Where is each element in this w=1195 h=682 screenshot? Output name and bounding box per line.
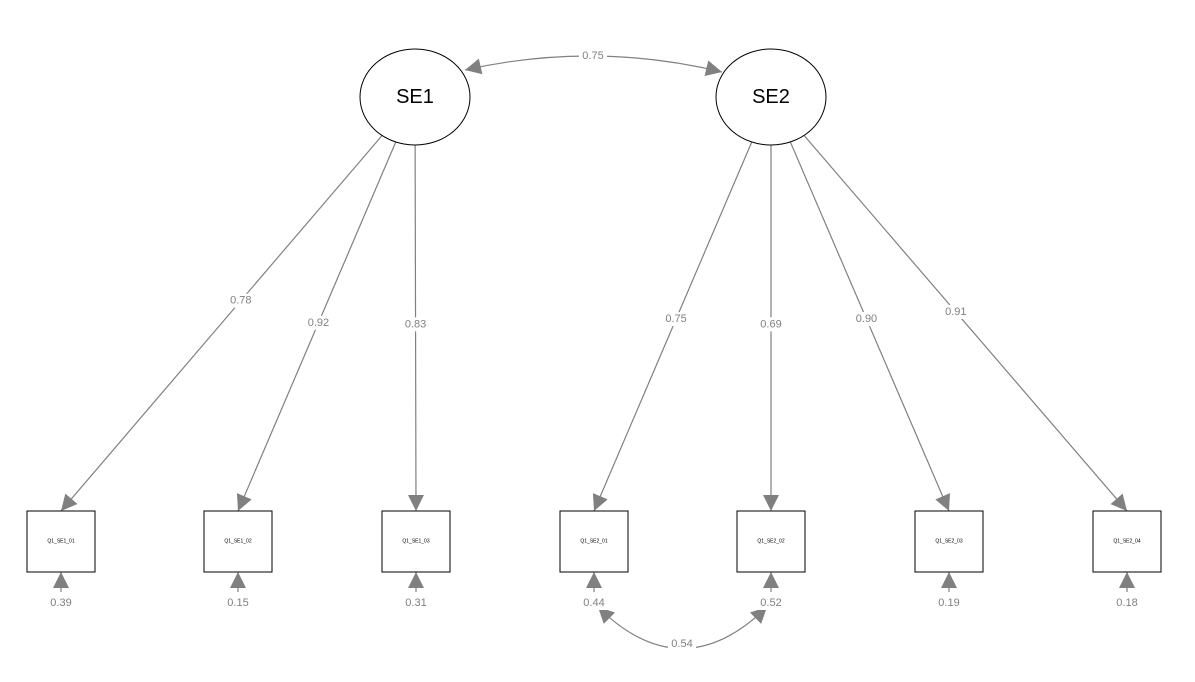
covariance-coef-SE1-SE2: 0.75 [582, 50, 603, 62]
observed-node-Q1_SE2_03: Q1_SE2_03 [914, 510, 984, 573]
loading-coef-Q1_SE2_04-group: 0.91 [941, 304, 970, 319]
loading-coef-Q1_SE2_01: 0.75 [665, 313, 686, 325]
covariance-coef-Q1_SE2_01-Q1_SE2_02-group: 0.54 [668, 637, 696, 651]
loading-coef-Q1_SE2_02-group: 0.69 [757, 317, 785, 332]
loading-coef-Q1_SE1_03-group: 0.83 [401, 317, 430, 332]
loading-coef-Q1_SE1_02-group: 0.92 [304, 315, 333, 330]
loading-coef-Q1_SE2_01-bg [662, 312, 691, 327]
residual-coef-Q1_SE1_01-bg [47, 596, 75, 610]
loading-coef-Q1_SE2_03-group: 0.90 [852, 312, 881, 327]
residual-coef-Q1_SE2_02-bg [757, 596, 785, 610]
loading-coef-Q1_SE2_02-bg [757, 317, 785, 332]
covariance-coef-SE1-SE2-bg [579, 49, 607, 63]
observed-label-Q1_SE2_01: Q1_SE2_01 [580, 539, 607, 545]
loading-arrowhead-Q1_SE2_03 [935, 493, 951, 511]
latent-node-SE2: SE2 [715, 48, 827, 146]
residual-coef-Q1_SE2_04-bg [1113, 596, 1141, 610]
residual-coef-Q1_SE1_02-bg [224, 596, 252, 610]
residual-arrowhead-Q1_SE1_03 [408, 572, 424, 588]
covariance-coef-SE1-SE2-group: 0.75 [579, 49, 607, 63]
residual-arrowhead-Q1_SE1_02 [230, 572, 246, 588]
loading-path-Q1_SE2_01 [593, 141, 753, 512]
loading-arrowhead-Q1_SE1_03 [407, 494, 424, 511]
latent-ellipse-SE1 [359, 48, 471, 146]
latent-ellipse-SE2 [715, 48, 827, 146]
residual-coef-Q1_SE1_01: 0.39 [50, 597, 71, 609]
residual-arrowhead-Q1_SE1_01 [53, 572, 69, 588]
loading-coef-Q1_SE2_03-bg [852, 312, 881, 327]
covariance-coef-Q1_SE2_01-Q1_SE2_02-bg [668, 637, 696, 651]
loading-coef-Q1_SE1_01: 0.78 [230, 295, 251, 307]
loading-coef-Q1_SE1_01-bg [226, 293, 255, 308]
loading-path-Q1_SE1_01 [60, 135, 383, 512]
latent-node-SE1: SE1 [359, 48, 471, 146]
residual-coef-Q1_SE2_04-group: 0.18 [1113, 596, 1141, 610]
loading-arrowhead-Q1_SE2_02 [763, 495, 779, 511]
residual-arrowhead-Q1_SE2_03 [941, 572, 957, 588]
residual-coef-Q1_SE1_01-group: 0.39 [47, 596, 75, 610]
loading-arrowhead-Q1_SE1_01 [61, 493, 78, 511]
residual-coef-Q1_SE2_02: 0.52 [760, 597, 781, 609]
residual-coef-Q1_SE1_02-group: 0.15 [224, 596, 252, 610]
loading-path-Q1_SE2_03 [789, 141, 950, 512]
residual-arrowhead-Q1_SE2_01 [586, 572, 602, 588]
residual-coef-Q1_SE2_01-bg [580, 596, 608, 610]
observed-box-Q1_SE1_01 [26, 510, 96, 573]
loading-coef-Q1_SE1_03: 0.83 [405, 318, 426, 330]
residual-coef-Q1_SE1_03-bg [402, 596, 430, 610]
loading-coef-Q1_SE1_03-bg [401, 317, 430, 332]
loading-arrowhead-Q1_SE2_04 [1110, 493, 1127, 511]
loading-arrowhead-Q1_SE1_02 [236, 493, 252, 511]
residual-coef-Q1_SE1_03-group: 0.31 [402, 596, 430, 610]
loading-coef-Q1_SE2_03: 0.90 [856, 313, 877, 325]
observed-box-Q1_SE2_03 [914, 510, 984, 573]
observed-node-Q1_SE2_01: Q1_SE2_01 [559, 510, 629, 573]
loading-coef-Q1_SE1_01-group: 0.78 [226, 293, 255, 308]
observed-node-Q1_SE1_01: Q1_SE1_01 [26, 510, 96, 573]
latent-label-SE1: SE1 [396, 86, 434, 108]
observed-box-Q1_SE2_02 [736, 510, 806, 573]
residual-coef-Q1_SE2_01: 0.44 [583, 597, 604, 609]
observed-box-Q1_SE2_04 [1092, 510, 1162, 573]
observed-label-Q1_SE1_03: Q1_SE1_03 [402, 539, 429, 545]
residual-coef-Q1_SE2_03-group: 0.19 [935, 596, 963, 610]
latent-label-SE2: SE2 [752, 86, 790, 108]
covariance-coef-Q1_SE2_01-Q1_SE2_02: 0.54 [671, 638, 692, 650]
loading-coef-Q1_SE1_02: 0.92 [308, 317, 329, 329]
residual-coef-Q1_SE1_03: 0.31 [405, 597, 426, 609]
observed-label-Q1_SE1_02: Q1_SE1_02 [224, 539, 251, 545]
observed-node-Q1_SE2_02: Q1_SE2_02 [736, 510, 806, 573]
observed-node-Q1_SE1_03: Q1_SE1_03 [381, 510, 451, 573]
covariance-arrowhead-Q1_SE2_01 [598, 607, 616, 624]
loading-coef-Q1_SE2_04-bg [941, 304, 970, 319]
residual-coef-Q1_SE2_03-bg [935, 596, 963, 610]
residual-arrowhead-Q1_SE2_02 [763, 572, 779, 588]
loading-coef-Q1_SE2_02: 0.69 [760, 318, 781, 330]
residual-coef-Q1_SE2_01-group: 0.44 [580, 596, 608, 610]
loading-path-Q1_SE2_04 [803, 135, 1128, 512]
observed-label-Q1_SE2_02: Q1_SE2_02 [757, 539, 784, 545]
residual-coef-Q1_SE2_02-group: 0.52 [757, 596, 785, 610]
loading-coef-Q1_SE1_02-bg [304, 315, 333, 330]
covariance-arrowhead-SE1 [465, 58, 483, 75]
residual-coef-Q1_SE2_03: 0.19 [938, 597, 959, 609]
observed-box-Q1_SE1_03 [381, 510, 451, 573]
loading-coef-Q1_SE2_04: 0.91 [945, 306, 966, 318]
observed-node-Q1_SE2_04: Q1_SE2_04 [1092, 510, 1162, 573]
observed-label-Q1_SE1_01: Q1_SE1_01 [47, 539, 74, 545]
observed-box-Q1_SE1_02 [203, 510, 273, 573]
loading-coef-Q1_SE2_01-group: 0.75 [662, 312, 691, 327]
residual-arrowhead-Q1_SE2_04 [1119, 572, 1135, 588]
observed-node-Q1_SE1_02: Q1_SE1_02 [203, 510, 273, 573]
observed-label-Q1_SE2_03: Q1_SE2_03 [935, 539, 962, 545]
loading-arrowhead-Q1_SE2_01 [592, 493, 608, 511]
covariance-arrowhead-Q1_SE2_02 [749, 607, 767, 624]
covariance-arrowhead-SE2 [704, 60, 722, 77]
residual-coef-Q1_SE2_04: 0.18 [1116, 597, 1137, 609]
residual-coef-Q1_SE1_02: 0.15 [227, 597, 248, 609]
observed-box-Q1_SE2_01 [559, 510, 629, 573]
observed-label-Q1_SE2_04: Q1_SE2_04 [1113, 539, 1140, 545]
